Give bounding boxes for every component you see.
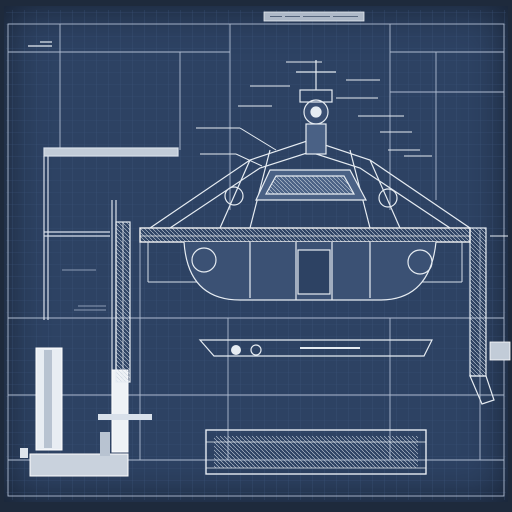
left-column-part — [20, 347, 129, 477]
lower-rail-part — [198, 339, 433, 357]
main-left-pillar — [115, 221, 131, 383]
left-dim-annotations — [62, 269, 106, 311]
main-right-pillar — [469, 227, 511, 405]
title-block — [263, 11, 365, 22]
base-trough-part — [205, 429, 427, 475]
central-machine — [149, 60, 471, 301]
corner-label-mark — [28, 41, 52, 47]
callout-annotations — [196, 61, 432, 167]
